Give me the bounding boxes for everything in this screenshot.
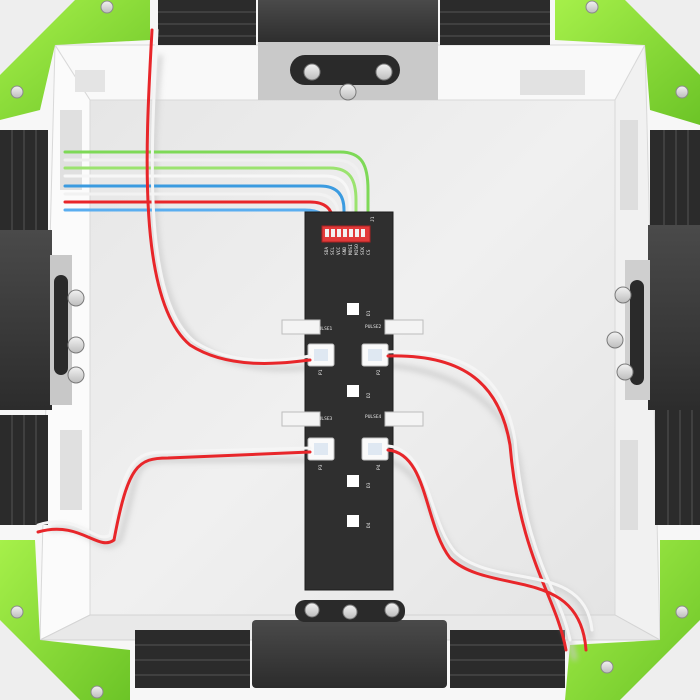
hex-nut-icon bbox=[342, 604, 358, 620]
screw-icon bbox=[10, 605, 24, 619]
pcb-board: SDA SCL VCC GND MOSI MISO SCK CS J1 D1 D… bbox=[304, 211, 394, 591]
wall-slot bbox=[620, 440, 638, 530]
sensor-pad bbox=[347, 303, 359, 315]
wire-white bbox=[63, 174, 352, 232]
pin-label: MOSI bbox=[348, 244, 354, 255]
sensor-wires bbox=[36, 28, 594, 652]
sensor-label: D3 bbox=[366, 482, 372, 488]
sensor-label: D2 bbox=[366, 392, 372, 398]
wire-white bbox=[63, 158, 364, 232]
hex-nut-icon bbox=[67, 289, 85, 307]
wall-slot bbox=[60, 110, 82, 190]
rubber-pad bbox=[450, 630, 565, 688]
terminal-block bbox=[281, 319, 335, 367]
sensor-label: D4 bbox=[366, 522, 372, 528]
rubber-pad bbox=[440, 0, 550, 45]
screw-icon bbox=[100, 0, 114, 14]
pulse-label: PULSE2 bbox=[365, 324, 382, 330]
pulse-label: PULSE4 bbox=[365, 414, 382, 420]
pulse-label: PULSE1 bbox=[316, 326, 333, 332]
screw-icon bbox=[10, 85, 24, 99]
hex-nut-icon bbox=[67, 336, 85, 354]
terminal-block bbox=[281, 411, 335, 461]
pin-label: SCK bbox=[360, 247, 366, 255]
pcb bbox=[304, 211, 394, 591]
pulse-label: PULSE3 bbox=[316, 416, 333, 422]
wire-shadows bbox=[49, 54, 593, 661]
hex-nut-icon bbox=[375, 63, 393, 81]
screw-icon bbox=[90, 685, 104, 699]
pin-label: SCL bbox=[330, 247, 336, 255]
header-label: J1 bbox=[370, 216, 376, 222]
wall-slot bbox=[60, 430, 82, 510]
wire-red bbox=[145, 28, 312, 365]
terminal-blocks bbox=[281, 319, 424, 461]
screw-icon bbox=[675, 85, 689, 99]
hex-nut-icon bbox=[303, 63, 321, 81]
wire-green bbox=[63, 166, 358, 232]
wire-green bbox=[63, 150, 370, 232]
clamp-plate-right bbox=[648, 225, 700, 410]
rubber-pad bbox=[135, 630, 250, 688]
wall-slot bbox=[620, 120, 638, 210]
terminal-label: P1 bbox=[318, 369, 324, 375]
hex-nut-icon bbox=[304, 602, 320, 618]
pin-label: SDA bbox=[324, 247, 330, 255]
rubber-pad bbox=[650, 130, 700, 225]
wall-slot bbox=[520, 70, 585, 95]
pin-label: MISO bbox=[354, 244, 360, 255]
hex-nut-icon bbox=[614, 286, 632, 304]
hex-nut-icon bbox=[606, 331, 624, 349]
terminal-block bbox=[361, 411, 424, 461]
hex-nut-icon bbox=[616, 363, 634, 381]
hex-nut-icon bbox=[384, 602, 400, 618]
clamp-plate-top bbox=[258, 0, 438, 45]
wall-slot bbox=[75, 70, 105, 92]
wire-red bbox=[36, 450, 312, 545]
sensor-label: D1 bbox=[366, 310, 372, 316]
screw-icon bbox=[585, 0, 599, 14]
rubber-pad bbox=[655, 410, 700, 525]
sensor-pad bbox=[347, 385, 359, 397]
wire-red bbox=[386, 448, 588, 652]
screw-icon bbox=[675, 605, 689, 619]
clamp-plate-bottom bbox=[252, 620, 447, 688]
hex-nut-icon bbox=[67, 366, 85, 384]
hex-nut-icon bbox=[339, 83, 357, 101]
terminal-label: P4 bbox=[376, 464, 382, 470]
wire-blue bbox=[63, 184, 346, 232]
screw-icon bbox=[600, 660, 614, 674]
pin-label: GND bbox=[342, 247, 348, 255]
terminal-label: P3 bbox=[318, 464, 324, 470]
pin-label: VCC bbox=[336, 247, 342, 255]
clamp-plate-left bbox=[0, 230, 52, 410]
wire-white bbox=[150, 28, 312, 362]
rubber-pad bbox=[158, 0, 256, 45]
wire-white bbox=[36, 446, 312, 539]
terminal-label: P2 bbox=[376, 369, 382, 375]
sensor-pad bbox=[347, 515, 359, 527]
wire-white bbox=[386, 444, 594, 632]
sensor-pad bbox=[347, 475, 359, 487]
wire-red bbox=[386, 354, 568, 652]
pin-label: CS bbox=[366, 249, 372, 255]
terminal-block bbox=[361, 319, 424, 367]
